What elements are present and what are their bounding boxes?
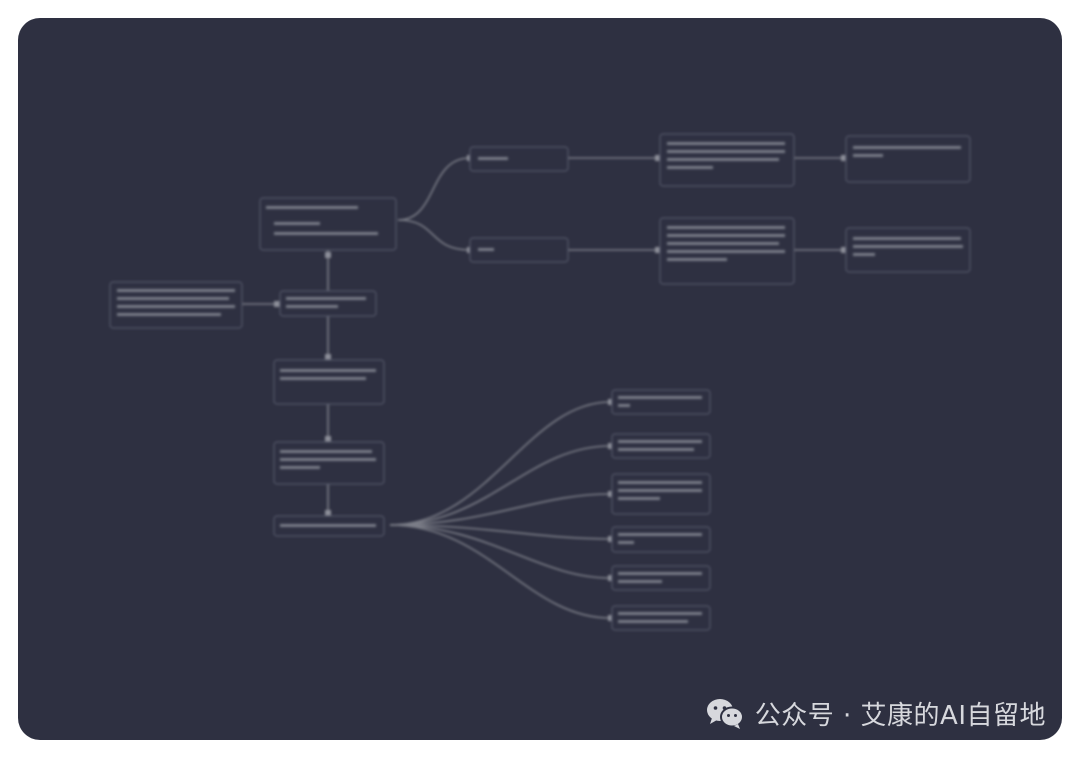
arrowhead-fan-3 [608,491,614,497]
mindmap-canvas: 公众号 · 艾康的AI自留地 [18,18,1062,740]
edge-fan-3 [389,493,611,526]
watermark-text: 公众号 · 艾康的AI自留地 [754,701,1046,731]
arrowhead-fan-4 [608,536,614,542]
flow-diagram [109,133,971,631]
node-fan-root [273,515,385,537]
node-fan-6 [611,605,711,631]
node-branch-2 [469,237,569,263]
edge-fan-4 [389,524,611,540]
edge-top-branch-2 [397,219,471,251]
wechat-icon [706,698,744,729]
arrowhead-fan-2 [608,443,614,449]
node-result-1 [845,135,971,183]
edge-fan-1 [389,401,611,526]
edges [242,157,844,619]
node-desc-2 [659,217,795,285]
node-top [259,197,397,251]
node-fan-4 [611,526,711,553]
arrowhead-desc-1 [655,155,661,161]
arrowhead-lower [325,436,331,442]
node-fan-2 [611,433,711,459]
arrowhead-fan-5 [608,575,614,581]
arrowhead-hub-left [274,301,280,307]
node-hub [279,290,377,317]
edge-fan-6 [389,524,611,619]
node-middle [273,359,385,405]
arrowhead-fan-6 [608,615,614,621]
arrowhead-fan-root [325,510,331,516]
node-fan-5 [611,565,711,591]
edge-top-branch-1 [397,157,471,221]
node-result-2 [845,227,971,273]
arrowhead-result-1 [841,155,847,161]
arrowhead-desc-2 [655,247,661,253]
node-left [109,281,243,329]
edge-fan-2 [389,445,611,526]
edge-fan-5 [389,524,611,579]
node-desc-1 [659,133,795,187]
arrowhead-middle [325,354,331,360]
watermark: 公众号 · 艾康的AI自留地 [705,695,1046,732]
arrowhead-fan-1 [608,399,614,405]
node-fan-3 [611,473,711,515]
arrowhead-top [325,252,331,258]
arrowhead-result-2 [841,247,847,253]
node-fan-1 [611,389,711,415]
node-lower [273,441,385,485]
node-branch-1 [469,146,569,172]
